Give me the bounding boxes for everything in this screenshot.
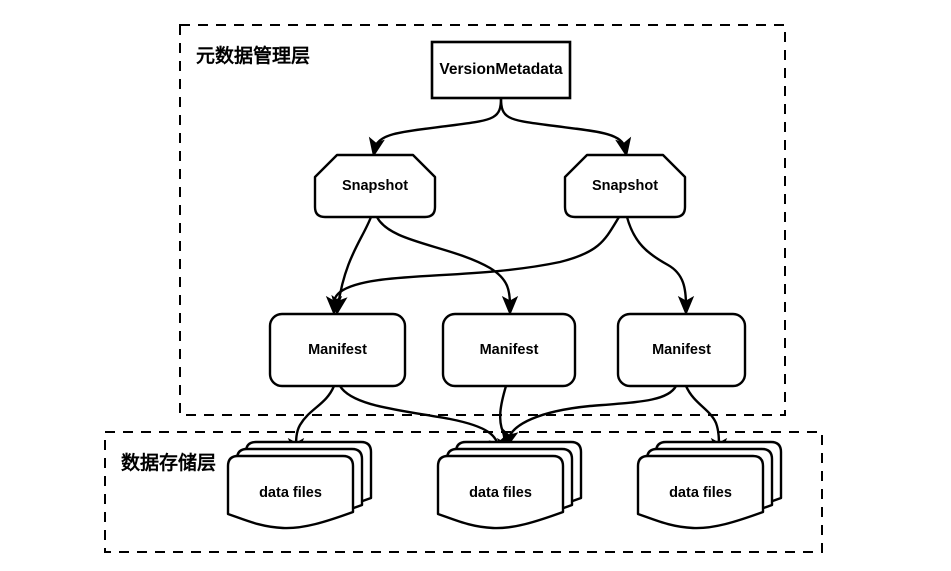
edge-snapshot-right-to-manifest-1 [325,216,621,316]
node-shape-manifest-2 [441,312,577,388]
group-label-storage-layer: 数据存储层 [121,451,216,474]
group-label-metadata-layer: 元数据管理层 [196,44,310,67]
node-data-files-3[interactable]: data files [636,440,783,530]
node-manifest-3[interactable]: Manifest [616,312,747,388]
edge-snapshot-left-to-manifest-1 [331,216,373,316]
node-version-metadata[interactable]: VersionMetadata [430,40,572,100]
stack-card-3-data-files-1 [226,454,355,530]
group-storage-layer: 数据存储层 [104,431,823,553]
group-frame-storage-layer [104,431,823,553]
node-snapshot-right[interactable]: Snapshot [563,153,687,219]
node-data-files-2[interactable]: data files [436,440,583,530]
node-shape-manifest-1 [268,312,407,388]
node-label-snapshot-right: Snapshot [592,178,658,194]
node-label-manifest-3: Manifest [652,342,711,358]
node-data-files-1[interactable]: data files [226,440,373,530]
stack-card-3-data-files-2 [436,454,565,530]
edge-snapshot-left-to-manifest-2 [375,216,519,316]
node-label-manifest-2: Manifest [480,342,539,358]
group-metadata-layer: 元数据管理层 [179,24,786,416]
stack-card-3-data-files-3 [636,454,765,530]
node-label-data-files-2: data files [469,485,532,501]
edge-manifest-2-to-data-files-2 [496,385,514,458]
edge-manifest-3-to-data-files-3 [684,385,728,458]
node-label-snapshot-left: Snapshot [342,178,408,194]
node-label-version-metadata: VersionMetadata [439,61,563,78]
edge-version-metadata-to-snapshot-right [499,97,632,158]
edges [287,97,728,458]
node-shape-manifest-3 [616,312,747,388]
node-shape-snapshot-left [313,153,437,219]
node-shape-snapshot-right [563,153,687,219]
node-label-data-files-1: data files [259,485,322,501]
node-label-manifest-1: Manifest [308,342,367,358]
edge-manifest-1-to-data-files-2 [338,385,505,458]
edge-snapshot-right-to-manifest-3 [625,216,695,316]
node-shape-version-metadata [430,40,572,100]
edge-manifest-1-to-data-files-1 [287,385,336,458]
edge-manifest-3-to-data-files-2 [502,385,678,450]
node-manifest-2[interactable]: Manifest [441,312,577,388]
node-snapshot-left[interactable]: Snapshot [313,153,437,219]
node-manifest-1[interactable]: Manifest [268,312,407,388]
edge-version-metadata-to-snapshot-left [368,97,503,158]
group-frame-metadata-layer [179,24,786,416]
node-label-data-files-3: data files [669,485,732,501]
